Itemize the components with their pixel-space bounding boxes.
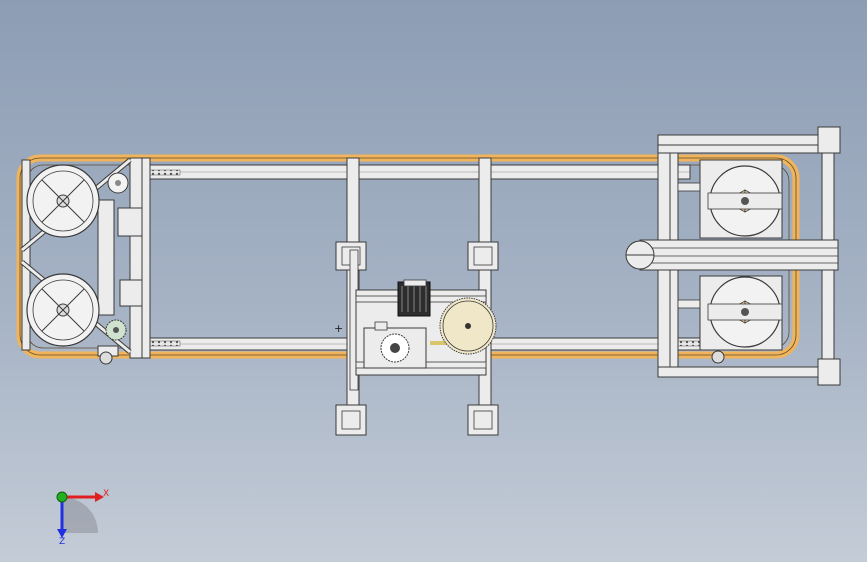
right-end-wheel [711,350,725,364]
right-upper-pulley [699,159,783,239]
left-lower-pulley [26,273,100,347]
right-cross-shaft [625,239,839,271]
left-idler-sprocket-lower [105,319,127,341]
axis-z-label: Z [59,537,65,547]
gearbox [363,321,427,369]
saw-blade [439,297,497,355]
right-lower-pulley [699,275,783,351]
origin-marker: + [334,322,343,335]
coordinate-triad-icon [56,491,104,538]
left-upper-pulley [26,164,100,238]
left-end-wheel [99,351,113,365]
upper-rail [129,164,691,180]
axis-x-label: X [103,489,109,499]
left-idler-sprocket-upper [107,172,129,194]
drive-motor [397,279,431,317]
